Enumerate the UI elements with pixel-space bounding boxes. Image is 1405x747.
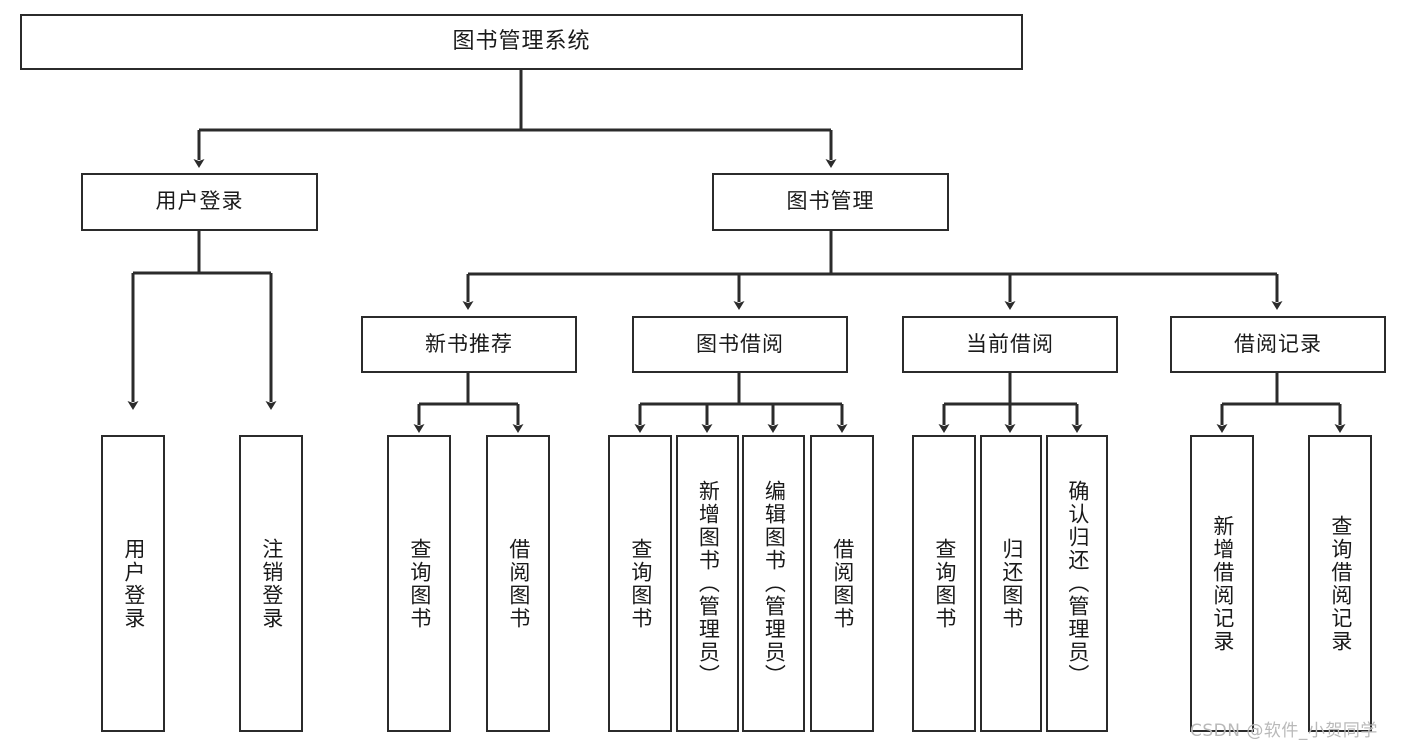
node-leaf-add-borrow-record-label: 新增借阅记录 (1210, 514, 1235, 653)
node-new-book-recommend-label: 新书推荐 (425, 331, 513, 356)
node-leaf-query-book-3[interactable]: 查询图书 (912, 435, 976, 732)
node-leaf-return-book-label: 归还图书 (999, 537, 1024, 630)
node-leaf-confirm-return-label: 确认归还（管理员） (1065, 480, 1090, 687)
watermark-text: CSDN @软件_小贺同学 (1190, 721, 1378, 741)
node-book-management[interactable]: 图书管理 (712, 173, 949, 231)
node-leaf-query-book-3-label: 查询图书 (932, 537, 957, 630)
node-book-borrow[interactable]: 图书借阅 (632, 316, 848, 373)
node-leaf-query-book-2-label: 查询图书 (628, 537, 653, 630)
node-leaf-query-borrow-record[interactable]: 查询借阅记录 (1308, 435, 1372, 732)
node-leaf-add-book-label: 新增图书（管理员） (696, 480, 721, 687)
node-leaf-query-book-1[interactable]: 查询图书 (387, 435, 451, 732)
node-leaf-logout-login-label: 注销登录 (259, 537, 284, 630)
node-book-borrow-label: 图书借阅 (696, 331, 784, 356)
node-leaf-query-book-2[interactable]: 查询图书 (608, 435, 672, 732)
node-leaf-edit-book-label: 编辑图书（管理员） (762, 480, 787, 687)
node-user-login[interactable]: 用户登录 (81, 173, 318, 231)
node-leaf-borrow-book-1-label: 借阅图书 (506, 537, 531, 630)
node-new-book-recommend[interactable]: 新书推荐 (361, 316, 577, 373)
node-leaf-logout-login[interactable]: 注销登录 (239, 435, 303, 732)
node-leaf-borrow-book-1[interactable]: 借阅图书 (486, 435, 550, 732)
node-current-borrow-label: 当前借阅 (966, 331, 1054, 356)
node-book-management-label: 图书管理 (786, 189, 875, 214)
node-borrow-record-label: 借阅记录 (1234, 331, 1322, 356)
node-leaf-user-login[interactable]: 用户登录 (101, 435, 165, 732)
node-current-borrow[interactable]: 当前借阅 (902, 316, 1118, 373)
node-leaf-edit-book[interactable]: 编辑图书（管理员） (742, 435, 805, 732)
node-root[interactable]: 图书管理系统 (20, 14, 1023, 70)
node-leaf-query-borrow-record-label: 查询借阅记录 (1328, 514, 1353, 653)
node-leaf-add-book[interactable]: 新增图书（管理员） (676, 435, 739, 732)
node-root-label: 图书管理系统 (452, 28, 591, 54)
node-leaf-user-login-label: 用户登录 (121, 537, 146, 630)
node-leaf-query-book-1-label: 查询图书 (407, 537, 432, 630)
node-borrow-record[interactable]: 借阅记录 (1170, 316, 1386, 373)
node-leaf-borrow-book-2[interactable]: 借阅图书 (810, 435, 874, 732)
node-leaf-return-book[interactable]: 归还图书 (980, 435, 1042, 732)
node-user-login-label: 用户登录 (155, 189, 244, 214)
node-leaf-confirm-return[interactable]: 确认归还（管理员） (1046, 435, 1108, 732)
node-leaf-borrow-book-2-label: 借阅图书 (830, 537, 855, 630)
node-leaf-add-borrow-record[interactable]: 新增借阅记录 (1190, 435, 1254, 732)
